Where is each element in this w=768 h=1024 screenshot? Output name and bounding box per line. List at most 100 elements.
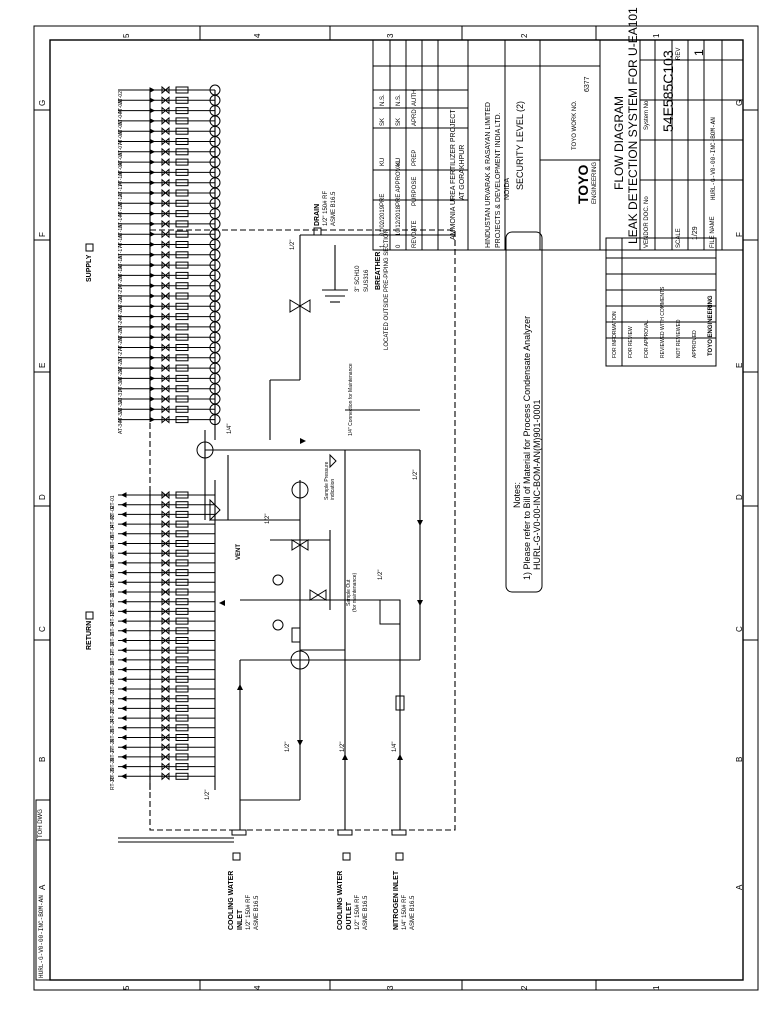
supply-valve [161, 271, 170, 280]
zone-letter-g-right: G [735, 99, 744, 106]
return-tag-bubble [175, 646, 189, 654]
revision-cell: 01/02/2019 [380, 205, 386, 236]
return-valve [161, 626, 170, 635]
supply-tag-bubble [175, 179, 189, 187]
zone-letter-e-right: E [735, 362, 744, 368]
stamp-line: REVIEWED WITH COMMENTS [660, 286, 666, 358]
stamp-line: NOT REVIEWED [676, 319, 682, 358]
revision-cell: PURPOSE [412, 176, 418, 206]
supply-tag: AT-34 [118, 420, 124, 434]
revision-cell: SK [380, 117, 386, 126]
return-tag-bubble [175, 549, 189, 557]
zone-letter-b-right: B [735, 756, 744, 762]
revision-cell: PRE APPROVAL [396, 160, 402, 206]
return-valve [161, 529, 170, 538]
supply-valve [161, 106, 170, 115]
return-arrow [120, 530, 127, 537]
supply-valve [161, 127, 170, 136]
return-arrow [120, 734, 127, 741]
return-tag-bubble [175, 704, 189, 712]
vendor-doc-label: VENDOR DOC. No [644, 196, 650, 248]
supply-tag-bubble [175, 313, 189, 321]
supply-tag-bubble [175, 251, 189, 259]
title-site: AT GORAKHPUR [459, 144, 466, 200]
supply-tag-bubble [175, 323, 189, 331]
zone-letter-c: C [38, 626, 47, 632]
return-arrow [120, 608, 127, 615]
system-no-label: System No. [644, 98, 650, 130]
notes-heading: Notes: [512, 481, 522, 508]
cooling-water-outlet-std: ASME B16.5 [363, 895, 369, 930]
pipe-size-drain: 1/2" [290, 239, 296, 250]
notes-line-1: 1) Please refer to Bill of Material for … [522, 315, 532, 580]
return-valve [161, 704, 170, 713]
supply-valve [161, 374, 170, 383]
cooling-water-inlet-std: ASME B16.5 [254, 895, 260, 930]
return-arrow [120, 773, 127, 780]
return-tag-bubble [175, 753, 189, 761]
sample-maint-label: (for maintenance) [352, 572, 358, 612]
supply-tag-bubble [175, 127, 189, 135]
return-arrow [120, 569, 127, 576]
supply-valve [161, 199, 170, 208]
return-arrow [120, 724, 127, 731]
supply-valve [161, 281, 170, 290]
return-tag-bubble [175, 559, 189, 567]
supply-valve [161, 302, 170, 311]
return-tag-bubble [175, 598, 189, 606]
return-arrow [120, 686, 127, 692]
return-tag-bubble [175, 501, 189, 509]
rev-value: 1 [692, 49, 706, 56]
supply-arrow [149, 262, 156, 268]
pipe-size-left: 1/2" [205, 789, 211, 800]
return-tag-bubble [175, 714, 189, 722]
supply-arrow [149, 241, 156, 248]
supply-valve [161, 312, 170, 321]
supply-tag-bubble [175, 364, 189, 372]
nitrogen-inlet-spec: 1/4" 150# RF [402, 894, 408, 930]
return-valve [161, 520, 170, 529]
return-valve [161, 684, 170, 694]
supply-valve [161, 209, 170, 218]
return-arrow [120, 637, 127, 644]
return-valve-rows [118, 490, 215, 781]
return-valve [161, 578, 170, 587]
supply-tag-bubble [175, 168, 189, 176]
supply-arrow [149, 282, 156, 289]
return-valve [161, 587, 170, 597]
return-tag-bubble [175, 510, 189, 518]
review-stamp-box [605, 237, 717, 367]
cooling-water-outlet-spec: 1/2" 150# RF [355, 894, 361, 930]
supply-tag-bubble [175, 230, 189, 238]
return-valve [161, 752, 170, 761]
return-valve [161, 617, 170, 626]
supply-valve [161, 364, 170, 373]
revision-cell: SK [396, 117, 402, 126]
return-valve [161, 762, 170, 771]
supply-tag-bubble [175, 405, 189, 413]
nitrogen-inlet-std: ASME B16.5 [410, 895, 416, 930]
pipe-size-top: 1/4" [227, 423, 233, 434]
side-strip-drawing-no: HURL-G-V0-00-INC-BOM-AN [38, 895, 45, 978]
security-level: SECURITY LEVEL (2) [515, 100, 525, 190]
return-arrow [120, 647, 127, 654]
pipe-size-n2: 1/4" [392, 741, 398, 752]
return-valve [161, 675, 170, 684]
return-arrow [120, 705, 127, 712]
return-tag-bubble [175, 763, 189, 771]
supply-tag-bubble [175, 395, 189, 403]
revision-cell: AUTH [412, 89, 418, 106]
supply-tag-bubble [175, 261, 189, 269]
return-valve [161, 607, 170, 616]
pipe-size-cw-2: 1/2" [340, 741, 346, 752]
outer-border [33, 25, 759, 991]
title-client-line-2: PROJECTS & DEVELOPMENT INDIA LTD. [495, 112, 502, 249]
return-tag-bubble [175, 617, 189, 625]
supply-arrow [149, 179, 156, 186]
return-tag-bubble [175, 530, 189, 538]
supply-valve [161, 343, 170, 352]
supply-arrow [149, 231, 156, 238]
side-strip-box [35, 799, 51, 981]
supply-arrow [149, 97, 156, 104]
supply-arrow [149, 303, 156, 310]
